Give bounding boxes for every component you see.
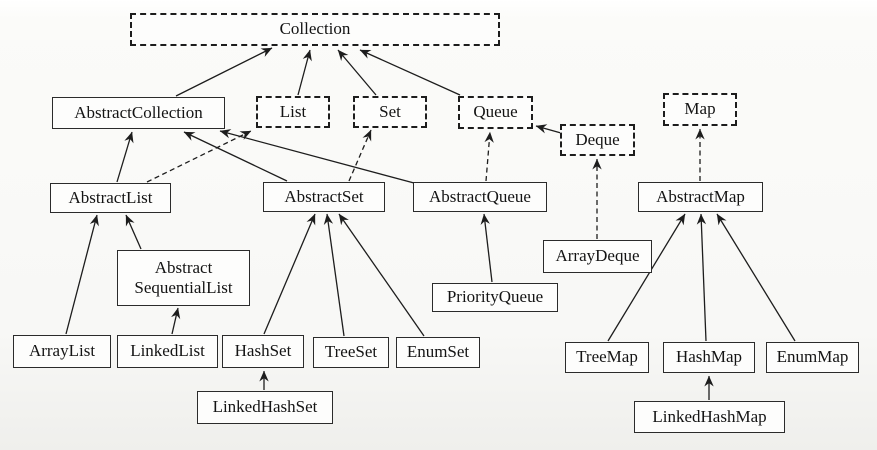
edge-linkedlist-to-abstractsequentiallist — [171, 307, 181, 335]
node-linked-hash-map: LinkedHashMap — [634, 401, 785, 433]
node-priority-queue: PriorityQueue — [432, 283, 558, 312]
edge-list-to-collection — [297, 49, 312, 96]
node-list: List — [256, 96, 330, 128]
edge-abstractlist-to-list — [146, 130, 252, 183]
node-linked-list: LinkedList — [117, 335, 218, 368]
edge-abstractqueue-to-queue — [484, 131, 494, 182]
node-tree-map: TreeMap — [565, 342, 649, 373]
edge-abstractcollection-to-collection — [175, 47, 273, 97]
edge-abstractset-to-set — [348, 129, 372, 182]
edge-abstractset-to-abstractcollection — [183, 131, 288, 182]
edge-arraylist-to-abstractlist — [65, 214, 99, 335]
node-array-list: ArrayList — [13, 335, 111, 368]
node-set: Set — [353, 96, 427, 128]
edge-enumset-to-abstractset — [338, 213, 425, 337]
node-array-deque: ArrayDeque — [543, 240, 652, 273]
edge-treemap-to-abstractmap — [607, 213, 686, 342]
edge-hashset-to-abstractset — [263, 213, 316, 335]
node-enum-set: EnumSet — [396, 337, 480, 368]
node-hash-map: HashMap — [663, 342, 755, 373]
node-abstract-list: AbstractList — [50, 183, 171, 213]
node-enum-map: EnumMap — [766, 342, 859, 373]
edge-treeset-to-abstractset — [323, 213, 345, 337]
node-abstract-sequential-list: Abstract SequentialList — [117, 250, 250, 306]
edge-abstractqueue-to-abstractcollection — [219, 129, 415, 184]
node-map: Map — [663, 93, 737, 126]
node-abstract-set: AbstractSet — [263, 182, 385, 212]
edge-set-to-collection — [337, 49, 377, 96]
node-collection: Collection — [130, 13, 500, 46]
node-abstract-queue: AbstractQueue — [413, 182, 547, 212]
node-hash-set: HashSet — [222, 335, 304, 368]
edge-enummap-to-abstractmap — [716, 213, 796, 342]
node-linked-hash-set: LinkedHashSet — [197, 391, 333, 424]
edge-hashmap-to-abstractmap — [696, 213, 707, 342]
edge-queue-to-collection — [359, 49, 461, 96]
edge-deque-to-queue — [535, 124, 562, 134]
node-queue: Queue — [458, 96, 533, 129]
node-tree-set: TreeSet — [313, 337, 389, 368]
edge-abstractsequentiallist-to-abstractlist — [125, 214, 142, 250]
edge-abstractlist-to-abstractcollection — [116, 131, 134, 183]
edge-priorityqueue-to-abstractqueue — [480, 213, 493, 283]
node-abstract-collection: AbstractCollection — [52, 97, 225, 129]
node-deque: Deque — [560, 124, 635, 156]
node-abstract-map: AbstractMap — [638, 182, 763, 212]
